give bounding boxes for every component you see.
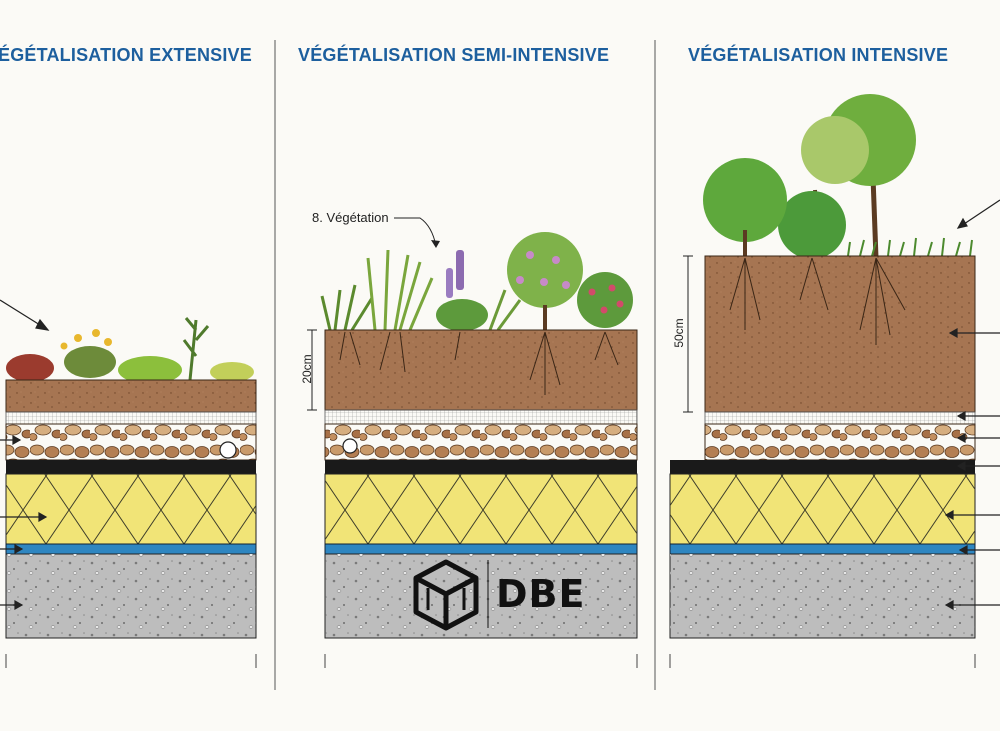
panel-intensive (669, 94, 1000, 668)
cube-icon (413, 559, 479, 631)
filter-layer (704, 411, 976, 425)
waterproof-layer (669, 543, 976, 555)
filter-layer (5, 411, 257, 425)
layer-arrows (0, 299, 50, 611)
waterproof-layer (5, 543, 257, 555)
plants-perennials (320, 232, 633, 331)
plants-sedum (6, 317, 254, 384)
drainage-layer (5, 423, 257, 461)
waterproof-layer (324, 543, 638, 555)
soil-layer (5, 379, 257, 413)
drain-pipe (219, 441, 237, 459)
panel-extensive (0, 299, 257, 668)
roots (729, 257, 906, 345)
membrane-layer (6, 460, 256, 474)
layer-arrows (944, 199, 1000, 611)
membrane-layer (670, 460, 975, 474)
plants-trees (703, 94, 973, 259)
dimension-20cm: 20cm (300, 354, 314, 384)
dimension-line (683, 255, 693, 413)
panel-semi-intensive (307, 217, 638, 668)
membrane-layer (325, 460, 637, 474)
drainage-layer (324, 423, 638, 461)
title-semi-intensive: VÉGÉTALISATION SEMI-INTENSIVE (298, 45, 610, 65)
soil-layer (704, 255, 976, 413)
roots (339, 331, 619, 395)
soil-layer (324, 329, 638, 411)
dimension-50cm: 50cm (672, 318, 686, 348)
logo-text: DBE (496, 572, 586, 616)
dimension-line (307, 329, 317, 411)
title-extensive: ÉGÉTALISATION EXTENSIVE (0, 45, 252, 65)
drainage-layer (704, 423, 976, 461)
filter-layer (324, 409, 638, 425)
vegetation-label: 8. Végétation (312, 210, 389, 225)
title-intensive: VÉGÉTALISATION INTENSIVE (688, 45, 949, 65)
drain-pipe (342, 438, 358, 454)
